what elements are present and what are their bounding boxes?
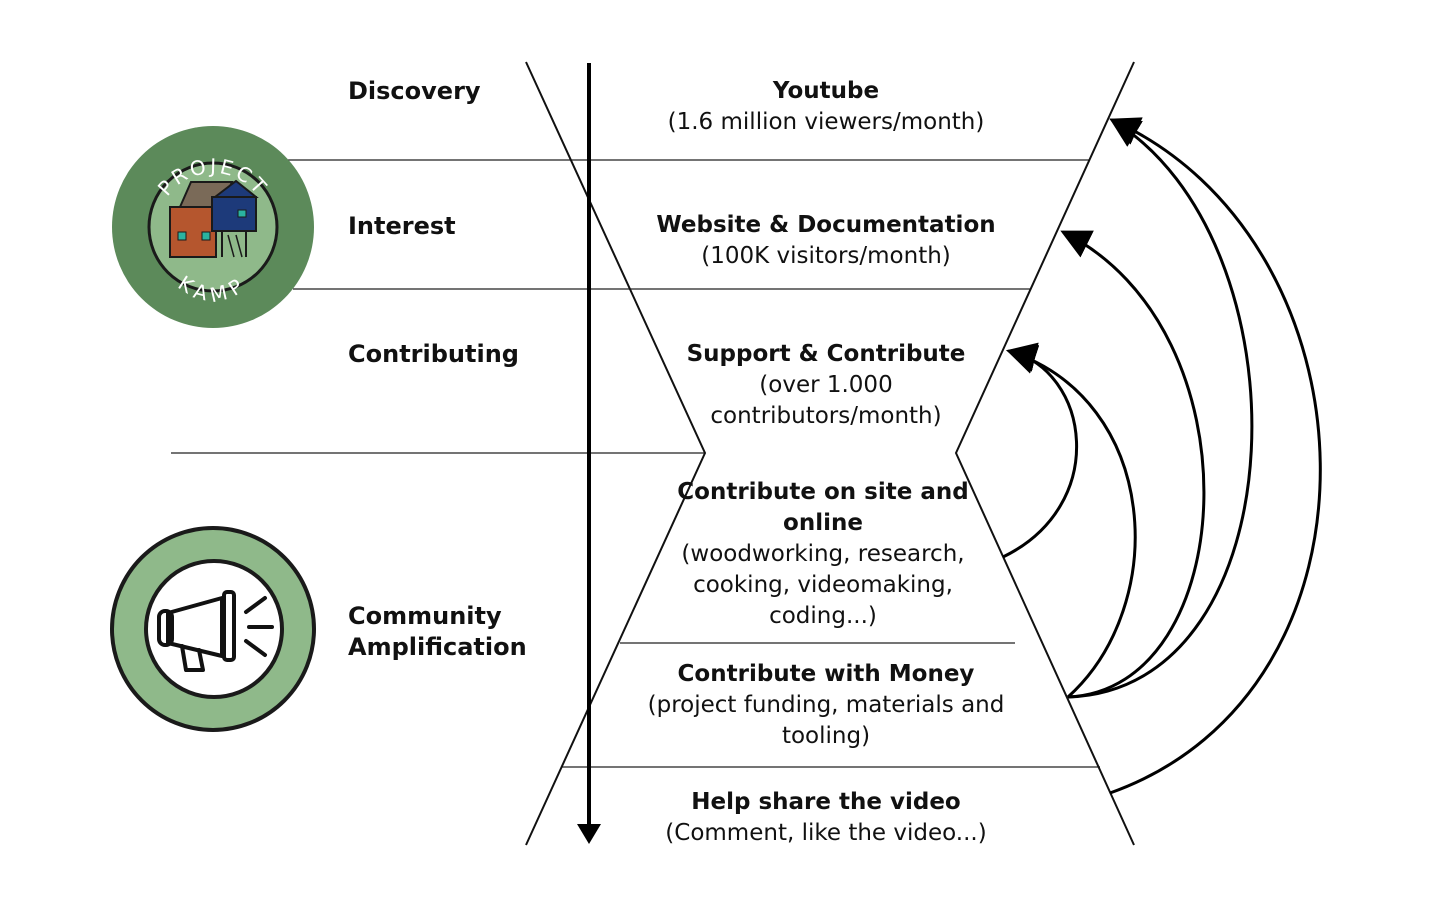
cell-title: Help share the video [691, 789, 961, 815]
funnel-left-edge [525, 61, 707, 846]
cell-title: Website & Documentation [656, 212, 996, 238]
funnel-cell-website: Website & Documentation (100K visitors/m… [600, 210, 1052, 272]
stage-label-interest: Interest [348, 212, 456, 240]
cell-title: Support & Contribute [686, 341, 966, 367]
feedback-arrow [1067, 118, 1254, 699]
feedback-arrow [1006, 345, 1137, 699]
cell-detail: (100K visitors/month) [701, 243, 951, 269]
feedback-arrow [1060, 230, 1206, 699]
megaphone-icon [157, 590, 274, 672]
cell-detail: (1.6 million viewers/month) [667, 109, 985, 135]
project-kamp-logo: PROJECT KAMP [112, 126, 314, 328]
stage-label-community-amplification: Community Amplification [348, 602, 527, 661]
cell-detail: (Comment, like the video...) [665, 820, 987, 846]
funnel-cell-youtube: Youtube (1.6 million viewers/month) [600, 76, 1052, 138]
funnel-cell-share: Help share the video (Comment, like the … [600, 787, 1052, 849]
funnel-cell-support: Support & Contribute (over 1.000 contrib… [676, 339, 976, 432]
cell-title: Contribute with Money [677, 661, 975, 687]
cell-title: Youtube [772, 78, 880, 104]
cell-detail: (project funding, materials and tooling) [647, 692, 1005, 749]
funnel-cell-contribute-money: Contribute with Money (project funding, … [640, 659, 1012, 752]
cell-title: Contribute on site and online [677, 479, 969, 536]
stage-label-contributing: Contributing [348, 340, 519, 368]
cell-detail: (woodworking, research, cooking, videoma… [681, 541, 965, 629]
feedback-arrow [1109, 117, 1322, 795]
cell-detail: (over 1.000 contributors/month) [710, 372, 942, 429]
amplification-badge [110, 526, 316, 732]
house-icon [169, 179, 259, 258]
stage-label-discovery: Discovery [348, 77, 481, 105]
funnel-cell-contribute-onsite: Contribute on site and online (woodworki… [664, 477, 982, 632]
progression-arrowhead [577, 824, 601, 844]
funnel-right-edge [954, 61, 1135, 846]
